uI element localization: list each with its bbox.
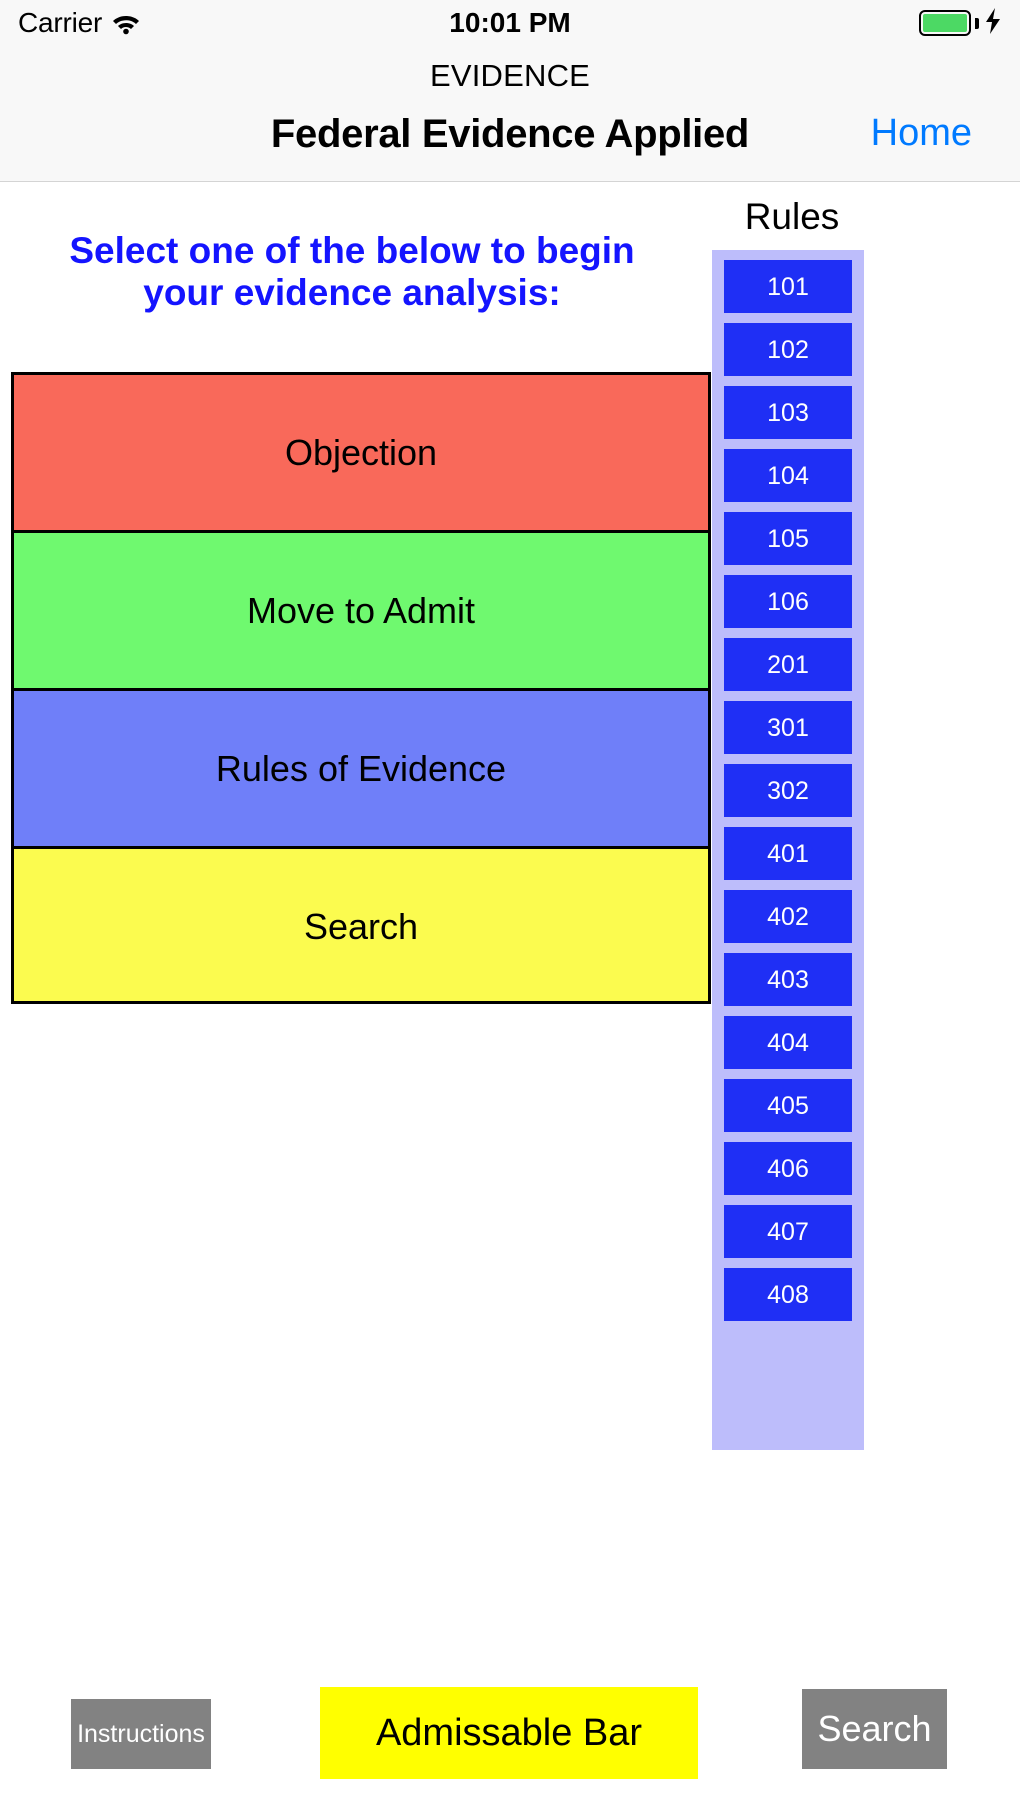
rule-button-302[interactable]: 302 [724,764,852,817]
rule-button-401[interactable]: 401 [724,827,852,880]
rule-button-105[interactable]: 105 [724,512,852,565]
rule-button-301[interactable]: 301 [724,701,852,754]
rule-button-407[interactable]: 407 [724,1205,852,1258]
rules-of-evidence-button[interactable]: Rules of Evidence [11,688,711,846]
rule-button-403[interactable]: 403 [724,953,852,1006]
rule-button-101[interactable]: 101 [724,260,852,313]
action-button-stack: Objection Move to Admit Rules of Evidenc… [11,372,711,1004]
app-subtitle: EVIDENCE [429,58,591,93]
search-action-button[interactable]: Search [11,846,711,1004]
status-bar: Carrier 10:01 PM [0,0,1020,46]
home-link[interactable]: Home [870,112,972,154]
main-content: Select one of the below to begin your ev… [0,182,1020,1745]
nav-header: EVIDENCE Federal Evidence Applied Home [0,46,1020,182]
rules-sidebar-title: Rules [744,196,840,237]
rule-button-201[interactable]: 201 [724,638,852,691]
rules-sidebar-panel[interactable]: 101 102 103 104 105 106 201 301 302 401 402 403 404 4… [712,250,864,1450]
rule-button-405[interactable]: 405 [724,1079,852,1132]
admissable-bar-button[interactable]: Admissable Bar [320,1687,698,1779]
page-title: Federal Evidence Applied [270,112,750,156]
rule-button-404[interactable]: 404 [724,1016,852,1069]
rule-button-402[interactable]: 402 [724,890,852,943]
rule-button-106[interactable]: 106 [724,575,852,628]
search-button[interactable]: Search [802,1689,947,1769]
wifi-icon [111,11,141,35]
instructions-button[interactable]: Instructions [71,1699,211,1769]
objection-button[interactable]: Objection [11,372,711,530]
battery-fill [923,14,967,32]
rule-button-103[interactable]: 103 [724,386,852,439]
battery-cap-icon [975,17,979,29]
status-bar-right [919,7,1002,40]
rule-button-102[interactable]: 102 [724,323,852,376]
rule-button-104[interactable]: 104 [724,449,852,502]
nav-title-row: Federal Evidence Applied Home [0,98,1020,173]
status-bar-left: Carrier [18,7,141,39]
bottom-toolbar: Instructions Admissable Bar Search [0,1687,1020,1779]
battery-full-icon [919,10,971,36]
lightning-bolt-icon [984,7,1002,40]
rule-button-406[interactable]: 406 [724,1142,852,1195]
move-to-admit-button[interactable]: Move to Admit [11,530,711,688]
instruction-prompt: Select one of the below to begin your ev… [69,230,635,314]
rule-button-408[interactable]: 408 [724,1268,852,1321]
carrier-label: Carrier [18,7,103,38]
status-bar-time: 10:01 PM [449,7,571,38]
